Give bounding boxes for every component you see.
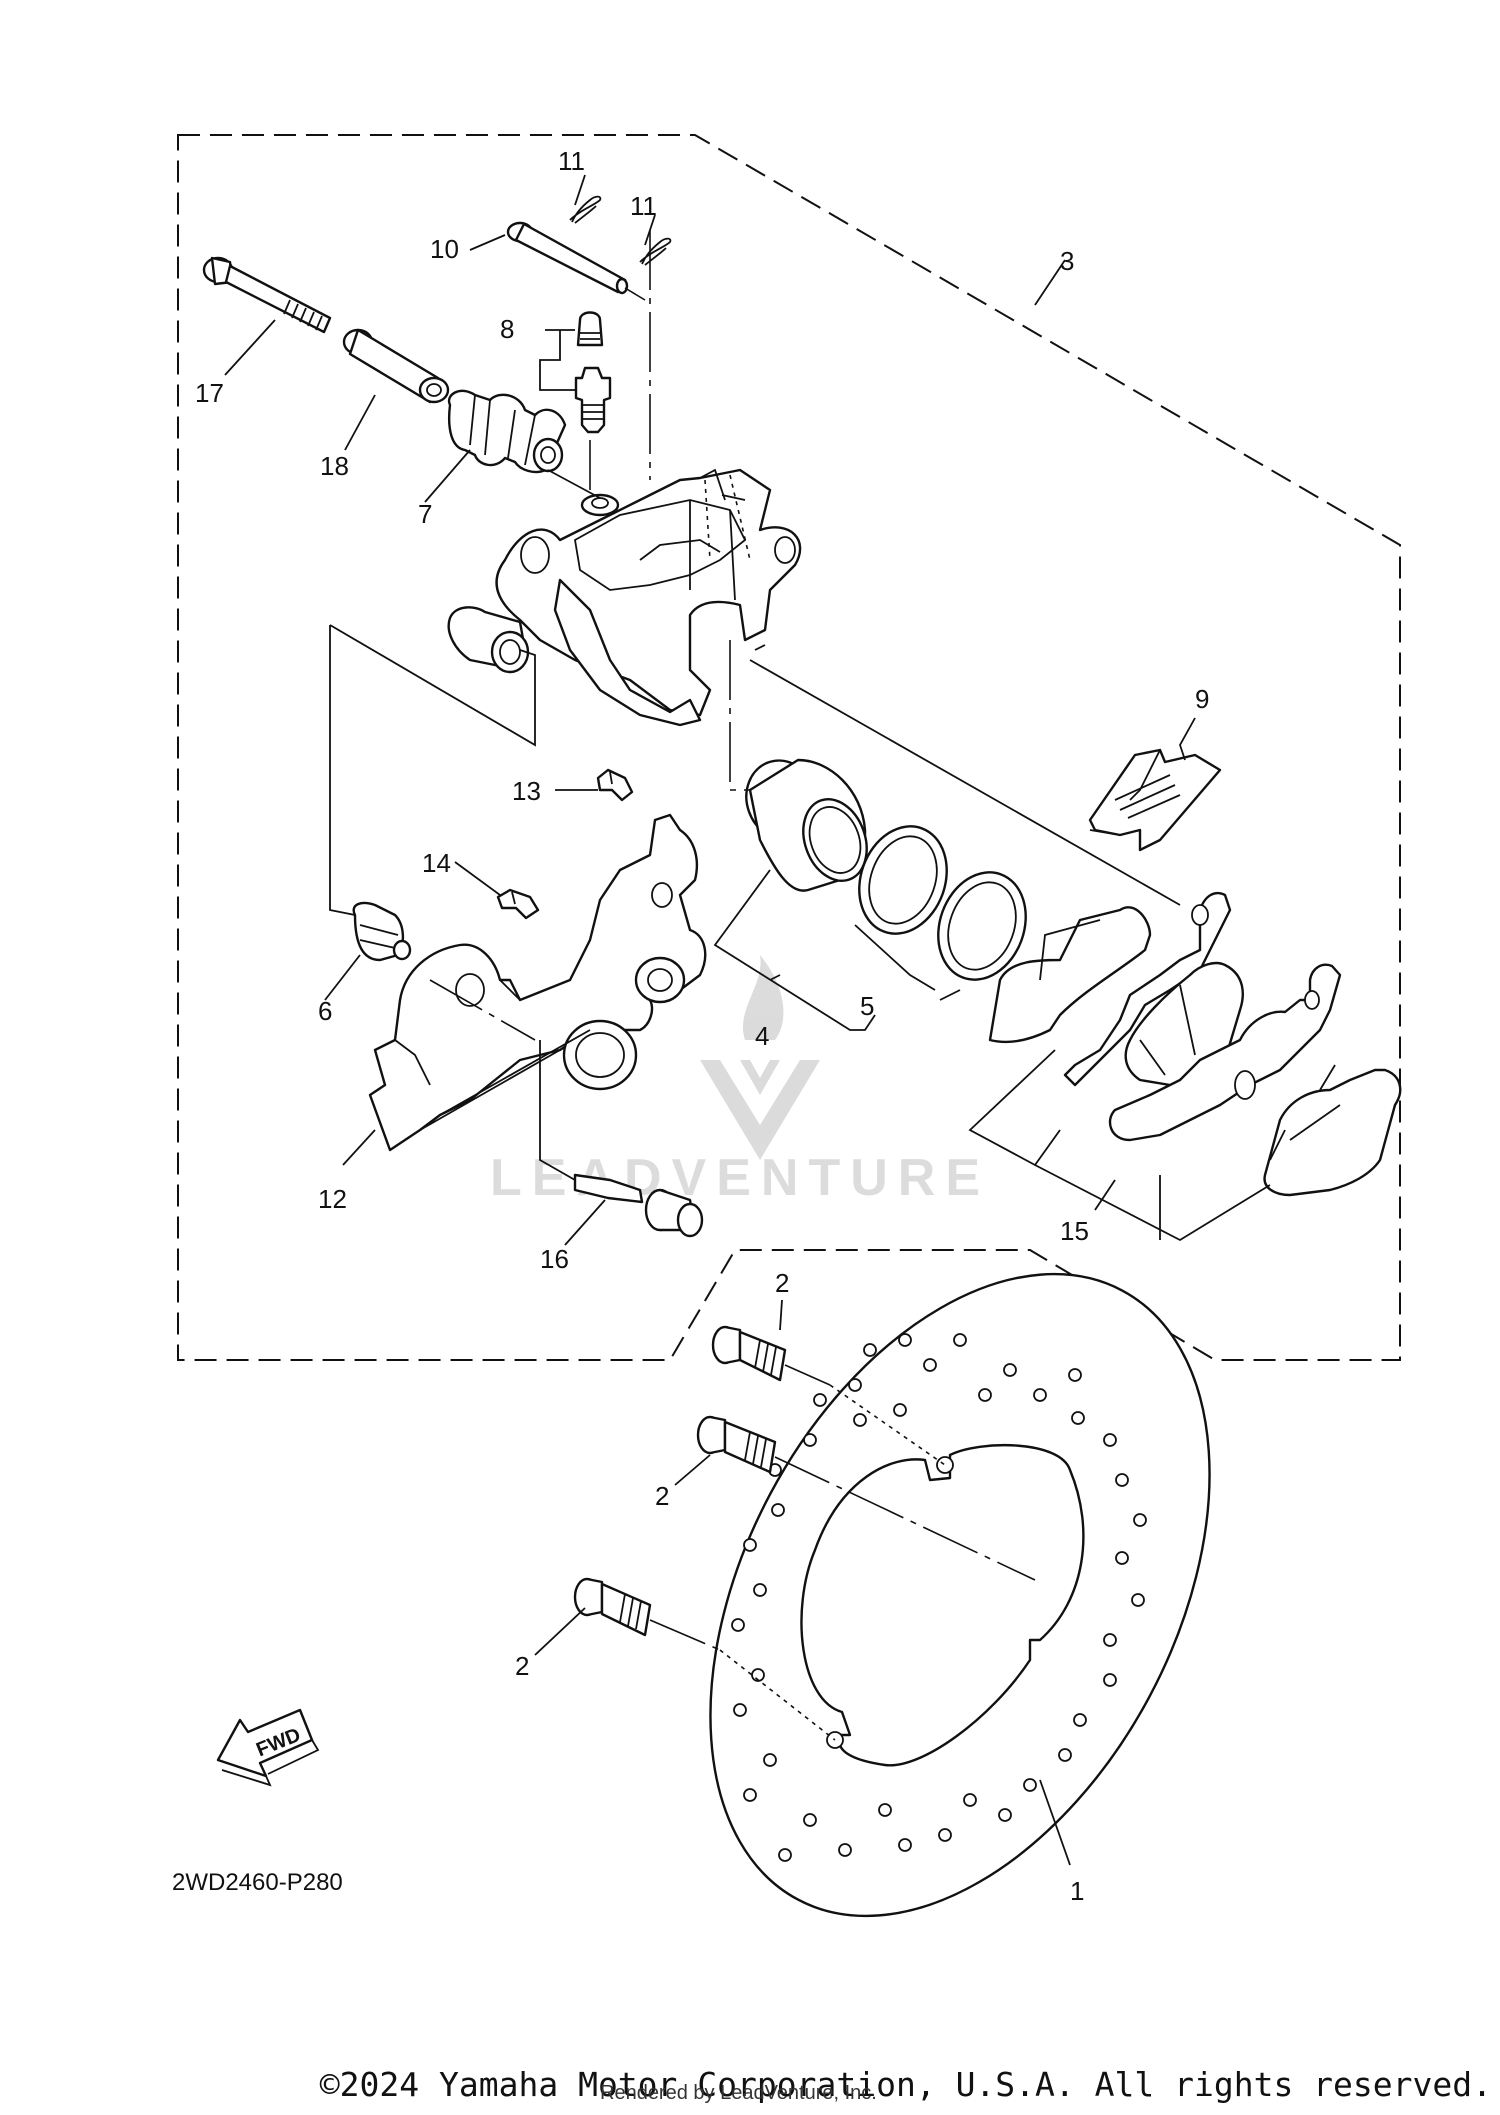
brake-pad-outer — [1108, 963, 1402, 1197]
callout-3: 3 — [1060, 246, 1074, 276]
callout-5: 5 — [860, 991, 874, 1021]
diagram-part-code: 2WD2460-P280 — [172, 1869, 343, 1896]
pad-pin — [506, 221, 629, 295]
callout-1: 1 — [1070, 1876, 1084, 1906]
pin-clip — [569, 195, 602, 224]
dust-boot — [447, 389, 567, 474]
callout-14: 14 — [422, 848, 451, 878]
pin-clip — [639, 237, 672, 266]
callout-13: 13 — [512, 776, 541, 806]
pin-boot — [352, 901, 412, 962]
callout-2: 2 — [655, 1481, 669, 1511]
callout-8: 8 — [500, 314, 514, 344]
callout-18: 18 — [320, 451, 349, 481]
disc-bolt — [711, 1325, 787, 1382]
brake-pad-inner — [988, 891, 1244, 1087]
callout-11: 11 — [558, 146, 585, 176]
slide-pin — [573, 1173, 704, 1238]
callout-2: 2 — [515, 1651, 529, 1681]
callout-15: 15 — [1060, 1216, 1089, 1246]
brake-disc — [709, 1272, 1211, 1918]
callout-2: 2 — [775, 1268, 789, 1298]
callout-16: 16 — [540, 1244, 569, 1274]
callout-7: 7 — [418, 499, 432, 529]
callout-12: 12 — [318, 1184, 347, 1214]
slide-sleeve — [342, 328, 450, 404]
watermark-text: LEADVENTURE — [490, 1149, 990, 1207]
callout-9: 9 — [1195, 684, 1209, 714]
rendered-by-note: Rendered by LeadVenture, Inc. — [600, 2082, 877, 2104]
caliper-bracket — [368, 813, 707, 1152]
callout-6: 6 — [318, 996, 332, 1026]
piston-seal — [858, 825, 948, 935]
watermark-logo — [700, 955, 820, 1160]
pad-support — [1088, 748, 1222, 852]
piston — [745, 758, 868, 892]
pad-spring — [496, 888, 540, 920]
pad-spring — [596, 768, 634, 802]
callout-11: 11 — [630, 191, 657, 221]
bleed-screw — [574, 311, 612, 434]
callout-17: 17 — [195, 378, 224, 408]
callout-10: 10 — [430, 234, 459, 264]
disc-bolt — [696, 1415, 777, 1474]
caliper-body — [447, 468, 802, 727]
callout-4: 4 — [755, 1021, 769, 1051]
copyright-notice: ©2024 Yamaha Motor Corporation, U.S.A. A… — [319, 2065, 1492, 2104]
fwd-arrow-icon: FWD — [216, 1708, 320, 1787]
disc-holes — [731, 1333, 1147, 1862]
disc-bolt — [573, 1577, 652, 1637]
caliper-bolt — [202, 256, 332, 334]
dust-seal — [937, 871, 1027, 981]
